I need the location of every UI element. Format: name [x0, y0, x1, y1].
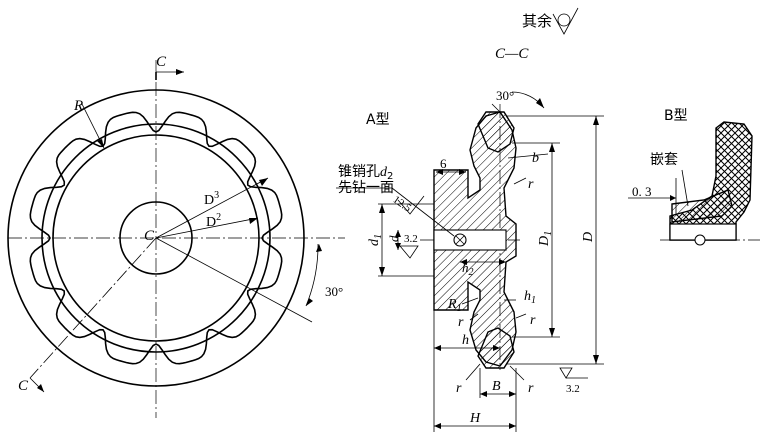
label-h: h [462, 333, 469, 348]
angle-30-left: 30° [325, 284, 343, 299]
roughness-symbol-icon [552, 7, 579, 35]
label-d: d [386, 235, 401, 242]
label-D3: D3 [204, 190, 219, 208]
label-r-1: r [528, 177, 534, 192]
section-a-view [336, 91, 604, 432]
label-D: D [581, 232, 596, 243]
label-D2: D2 [206, 212, 221, 230]
label-D1: D1 [537, 231, 554, 247]
label-h2: h2 [462, 260, 474, 278]
front-view [7, 60, 345, 418]
pin-hole-note-line2: 先钻一面 [338, 180, 394, 196]
label-r-2: r [458, 315, 464, 330]
label-B: B [492, 379, 501, 394]
label-C-bottom: C [18, 378, 29, 394]
label-r-4: r [456, 381, 462, 396]
inlay-label: 嵌套 [650, 152, 678, 168]
label-C-center: C [144, 228, 155, 244]
angle-30-top: 30° [496, 88, 514, 103]
ring-d2 [52, 134, 260, 342]
label-b: b [532, 151, 539, 166]
label-r-3: r [530, 313, 536, 328]
section-b-view [628, 121, 760, 246]
scalloped-rim [29, 111, 283, 365]
label-C-top: C [156, 54, 167, 70]
label-h1: h1 [524, 289, 536, 306]
dim-6: 6 [440, 156, 447, 171]
roughness-3-2-a: 3.2 [404, 233, 418, 245]
hub-circle [119, 201, 193, 275]
section-title: C—C [495, 46, 529, 62]
label-H: H [469, 411, 481, 426]
pin-hole-note: 锥销孔d2 [338, 164, 393, 182]
label-R: R [73, 98, 83, 114]
top-note-text: 其余 [522, 12, 552, 30]
dim-0-3: 0. 3 [632, 184, 652, 199]
roughness-12-5: 12.5 [391, 194, 414, 215]
type-b-label: B型 [664, 108, 688, 124]
ring-d3 [41, 123, 271, 353]
type-a-label: A型 [366, 112, 390, 128]
label-d1: d1 [367, 234, 384, 246]
roughness-3-2-b: 3.2 [566, 383, 580, 395]
label-r-5: r [528, 381, 534, 396]
surface-finish-note: 其余 [522, 7, 579, 35]
label-R1: R1 [447, 297, 462, 314]
